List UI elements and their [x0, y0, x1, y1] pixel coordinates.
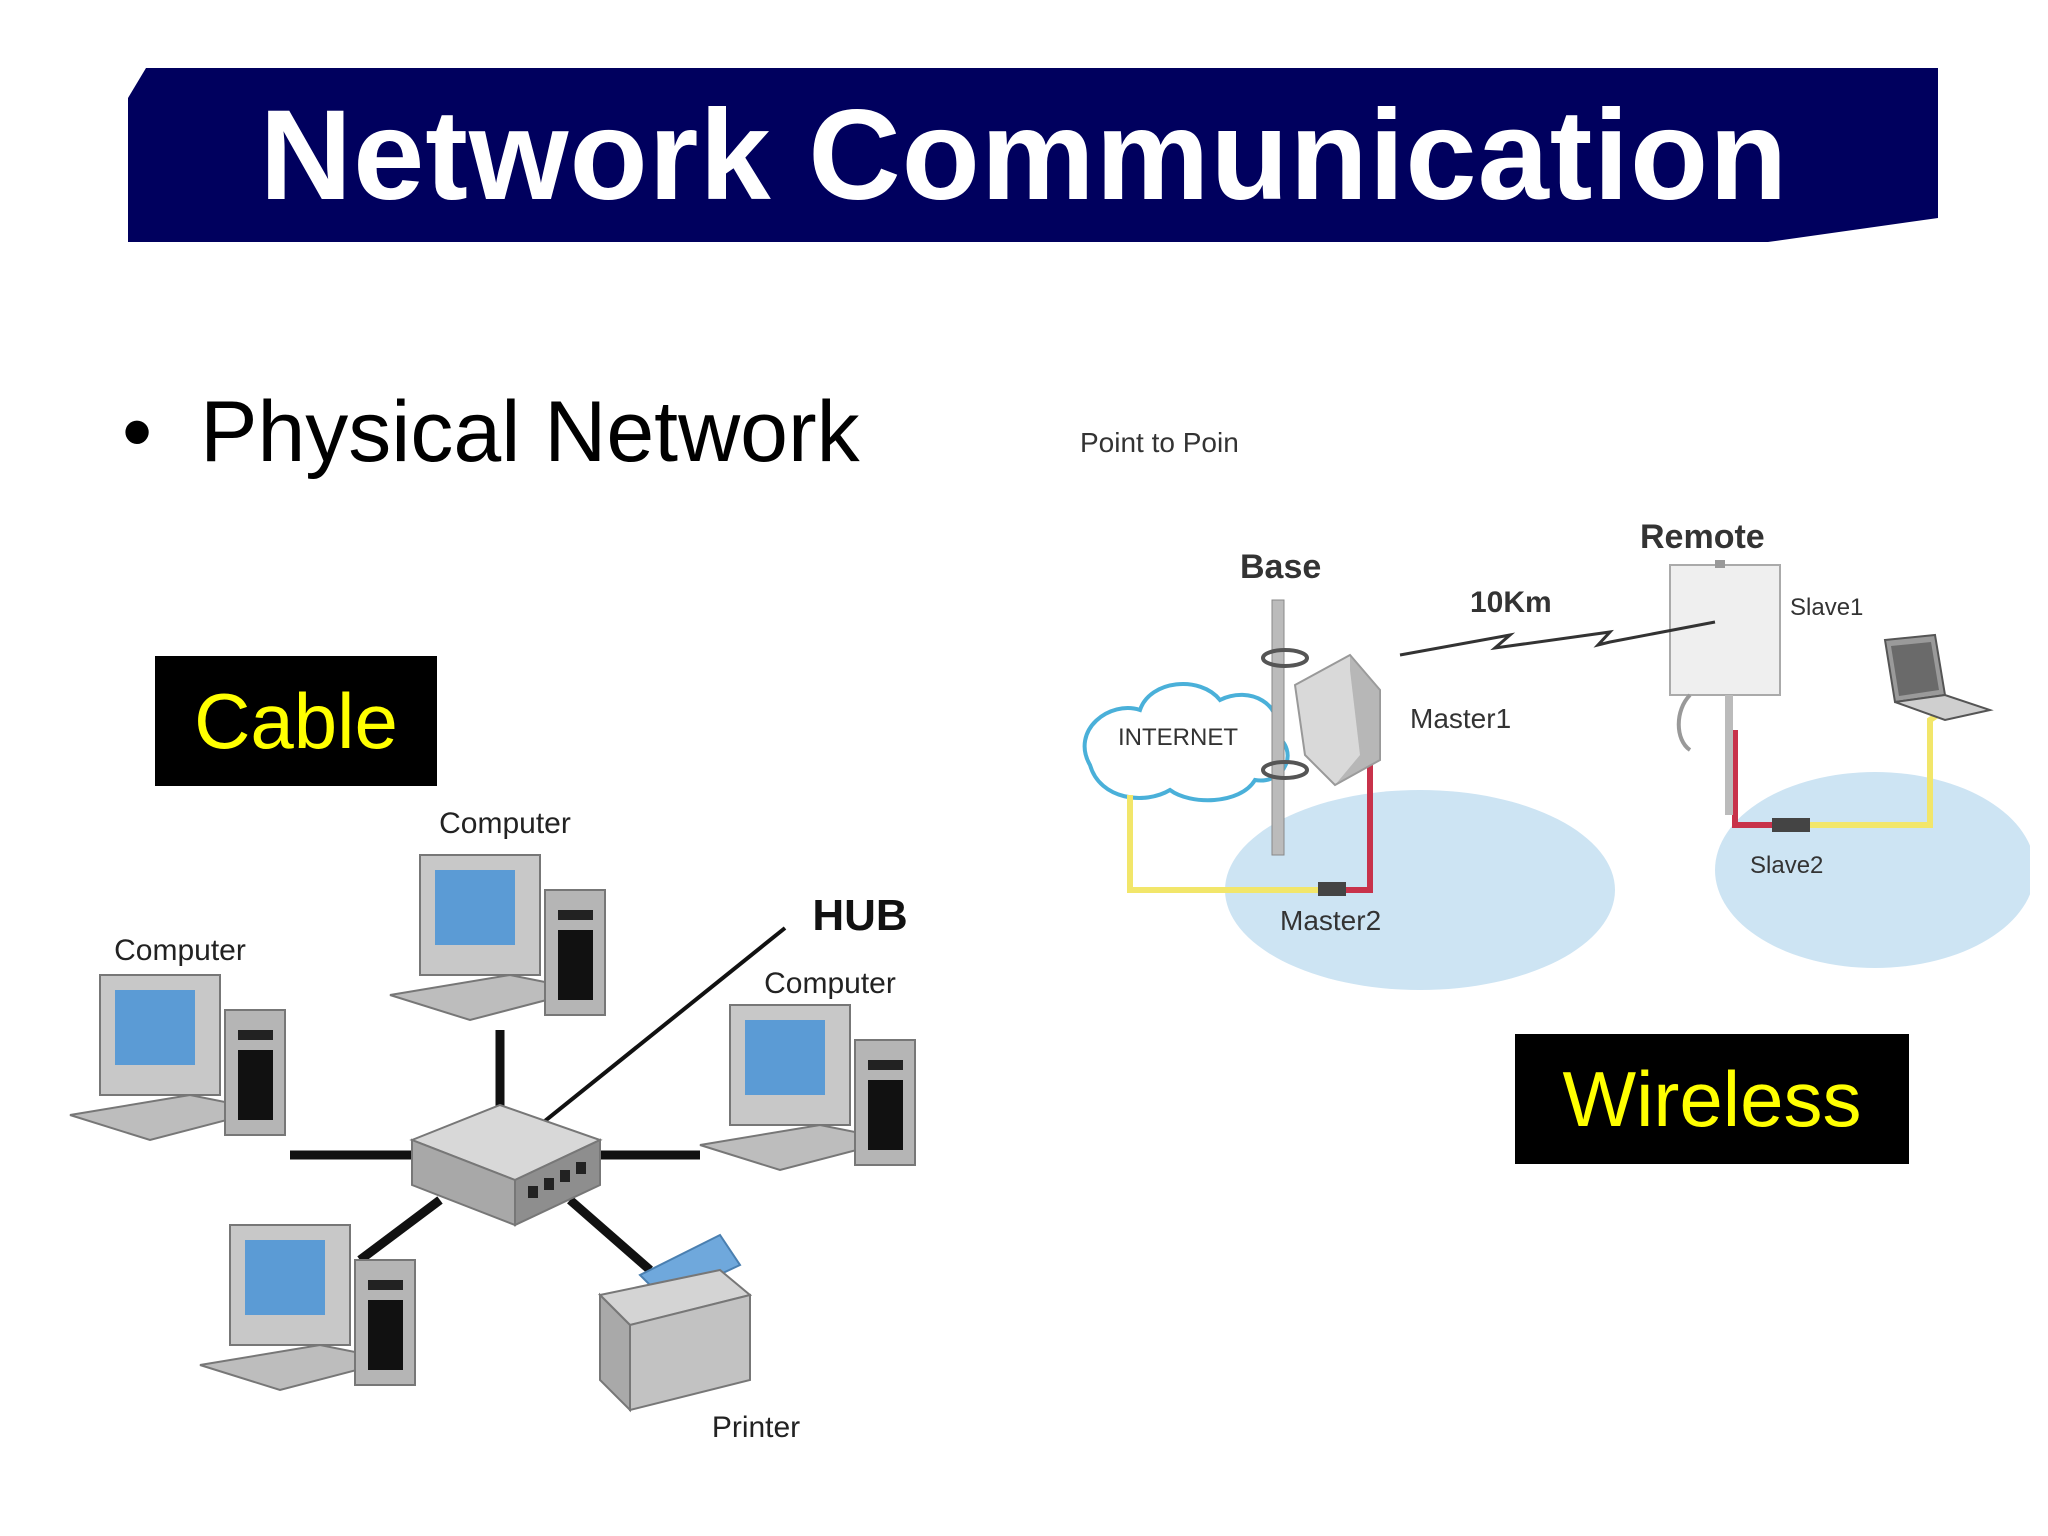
- computer-left-label: Computer: [114, 934, 246, 967]
- base-label: Base: [1240, 548, 1321, 586]
- title-banner: [128, 68, 1938, 242]
- remote-red-cable: [1732, 730, 1772, 828]
- base-ground-ellipse: [1225, 790, 1615, 990]
- base-yellow-cable: [1127, 795, 1320, 893]
- bullet-dot-icon: •: [122, 383, 153, 480]
- slave2-label: Slave2: [1750, 852, 1823, 879]
- cable-label-box: Cable: [155, 656, 437, 786]
- remote-router-icon: [1772, 818, 1810, 832]
- cable-label: Cable: [194, 676, 398, 765]
- bullet-text: Physical Network: [200, 383, 860, 480]
- computer-right-icon: [699, 1004, 916, 1172]
- remote-radio-antenna-icon: [1669, 560, 1781, 815]
- base-radio-antenna-icon: [1261, 599, 1381, 856]
- wireless-label: Wireless: [1562, 1054, 1862, 1143]
- computer-left-icon: [69, 974, 286, 1142]
- laptop-icon: [1883, 633, 1994, 722]
- computer-right-label: Computer: [764, 967, 896, 1000]
- cable-lines: [290, 1030, 700, 1274]
- hub-pointer-line: [513, 926, 787, 1147]
- wireless-heading: Point to Poin: [1080, 427, 1239, 458]
- master2-label: Master2: [1280, 905, 1381, 936]
- bullet-item: • Physical Network: [122, 382, 860, 482]
- wireless-link-bolt: [1399, 620, 1716, 657]
- slide-title: Network Communication: [259, 83, 1789, 227]
- computer-bottom-icon: [199, 1224, 416, 1392]
- master1-label: Master1: [1410, 703, 1511, 734]
- computer-top-label: Computer: [439, 807, 571, 840]
- printer-label: Printer: [712, 1411, 800, 1444]
- wireless-network-diagram: INTERNET Point to Poin Base Remote 10Km …: [1080, 427, 2030, 990]
- hub-label: HUB: [812, 891, 907, 940]
- slave1-label: Slave1: [1790, 594, 1863, 621]
- distance-label: 10Km: [1470, 586, 1552, 619]
- base-router-icon: [1318, 882, 1346, 896]
- printer-icon: [597, 1233, 753, 1413]
- cable-network-diagram: Computer Computer Computer HUB Printer: [69, 807, 916, 1444]
- wireless-label-box: Wireless: [1515, 1034, 1909, 1164]
- internet-label: INTERNET: [1118, 724, 1238, 751]
- computer-top-icon: [389, 854, 606, 1022]
- remote-label: Remote: [1640, 518, 1765, 556]
- base-red-cable: [1345, 750, 1373, 893]
- hub-icon: [409, 1103, 603, 1227]
